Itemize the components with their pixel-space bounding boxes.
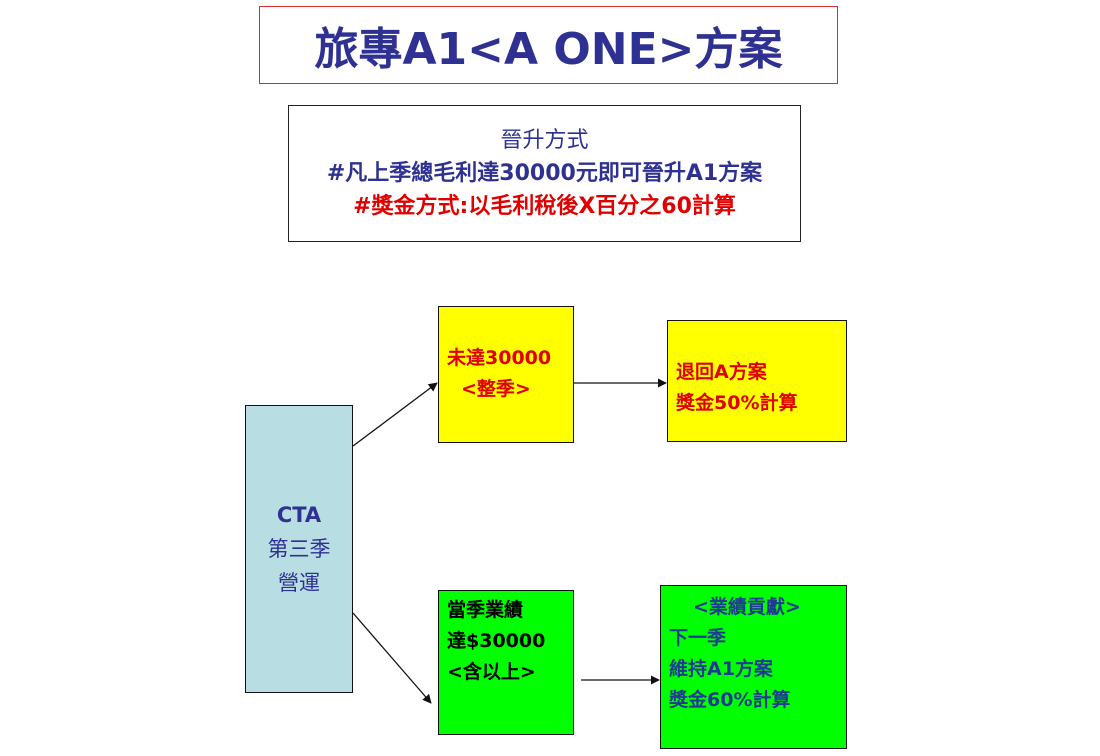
promotion-rule: #凡上季總毛利達30000元即可晉升A1方案 (326, 161, 763, 186)
not-reach-line1: 未達30000 (447, 347, 552, 369)
cta-label: CTA (276, 503, 322, 527)
return-plan-line2: 獎金50%計算 (676, 392, 798, 414)
promotion-box: 晉升方式 #凡上季總毛利達30000元即可晉升A1方案 #獎金方式:以毛利稅後X… (288, 105, 801, 242)
page-title: 旅專A1<A ONE>方案 (314, 24, 783, 75)
not-reach-box: 未達30000 <整季> (438, 306, 574, 443)
title-box: 旅專A1<A ONE>方案 (259, 6, 838, 84)
cta-quarter: 第三季 (267, 537, 331, 561)
reach-box: 當季業績 達$30000 <含以上> (438, 590, 574, 735)
reach-line1: 當季業績 (447, 599, 524, 621)
maintain-line2: 下一季 (669, 627, 727, 649)
reach-line2: 達$30000 (447, 630, 546, 652)
maintain-line3: 維持A1方案 (669, 658, 773, 680)
return-plan-line1: 退回A方案 (676, 361, 767, 383)
maintain-line4: 獎金60%計算 (669, 689, 791, 711)
arrow-cta-to-not-reach (352, 382, 438, 447)
promotion-heading: 晉升方式 (500, 128, 589, 153)
cta-box: CTA 第三季 營運 (245, 405, 353, 693)
maintain-line1: <業績貢獻> (693, 596, 801, 618)
reach-line3: <含以上> (447, 661, 536, 683)
return-plan-box: 退回A方案 獎金50%計算 (667, 320, 847, 442)
arrow-cta-to-reach (352, 612, 432, 704)
bonus-rule: #獎金方式:以毛利稅後X百分之60計算 (353, 194, 736, 219)
not-reach-line2: <整季> (461, 378, 531, 400)
cta-operation: 營運 (278, 571, 320, 595)
maintain-plan-box: <業績貢獻> 下一季 維持A1方案 獎金60%計算 (660, 585, 847, 749)
